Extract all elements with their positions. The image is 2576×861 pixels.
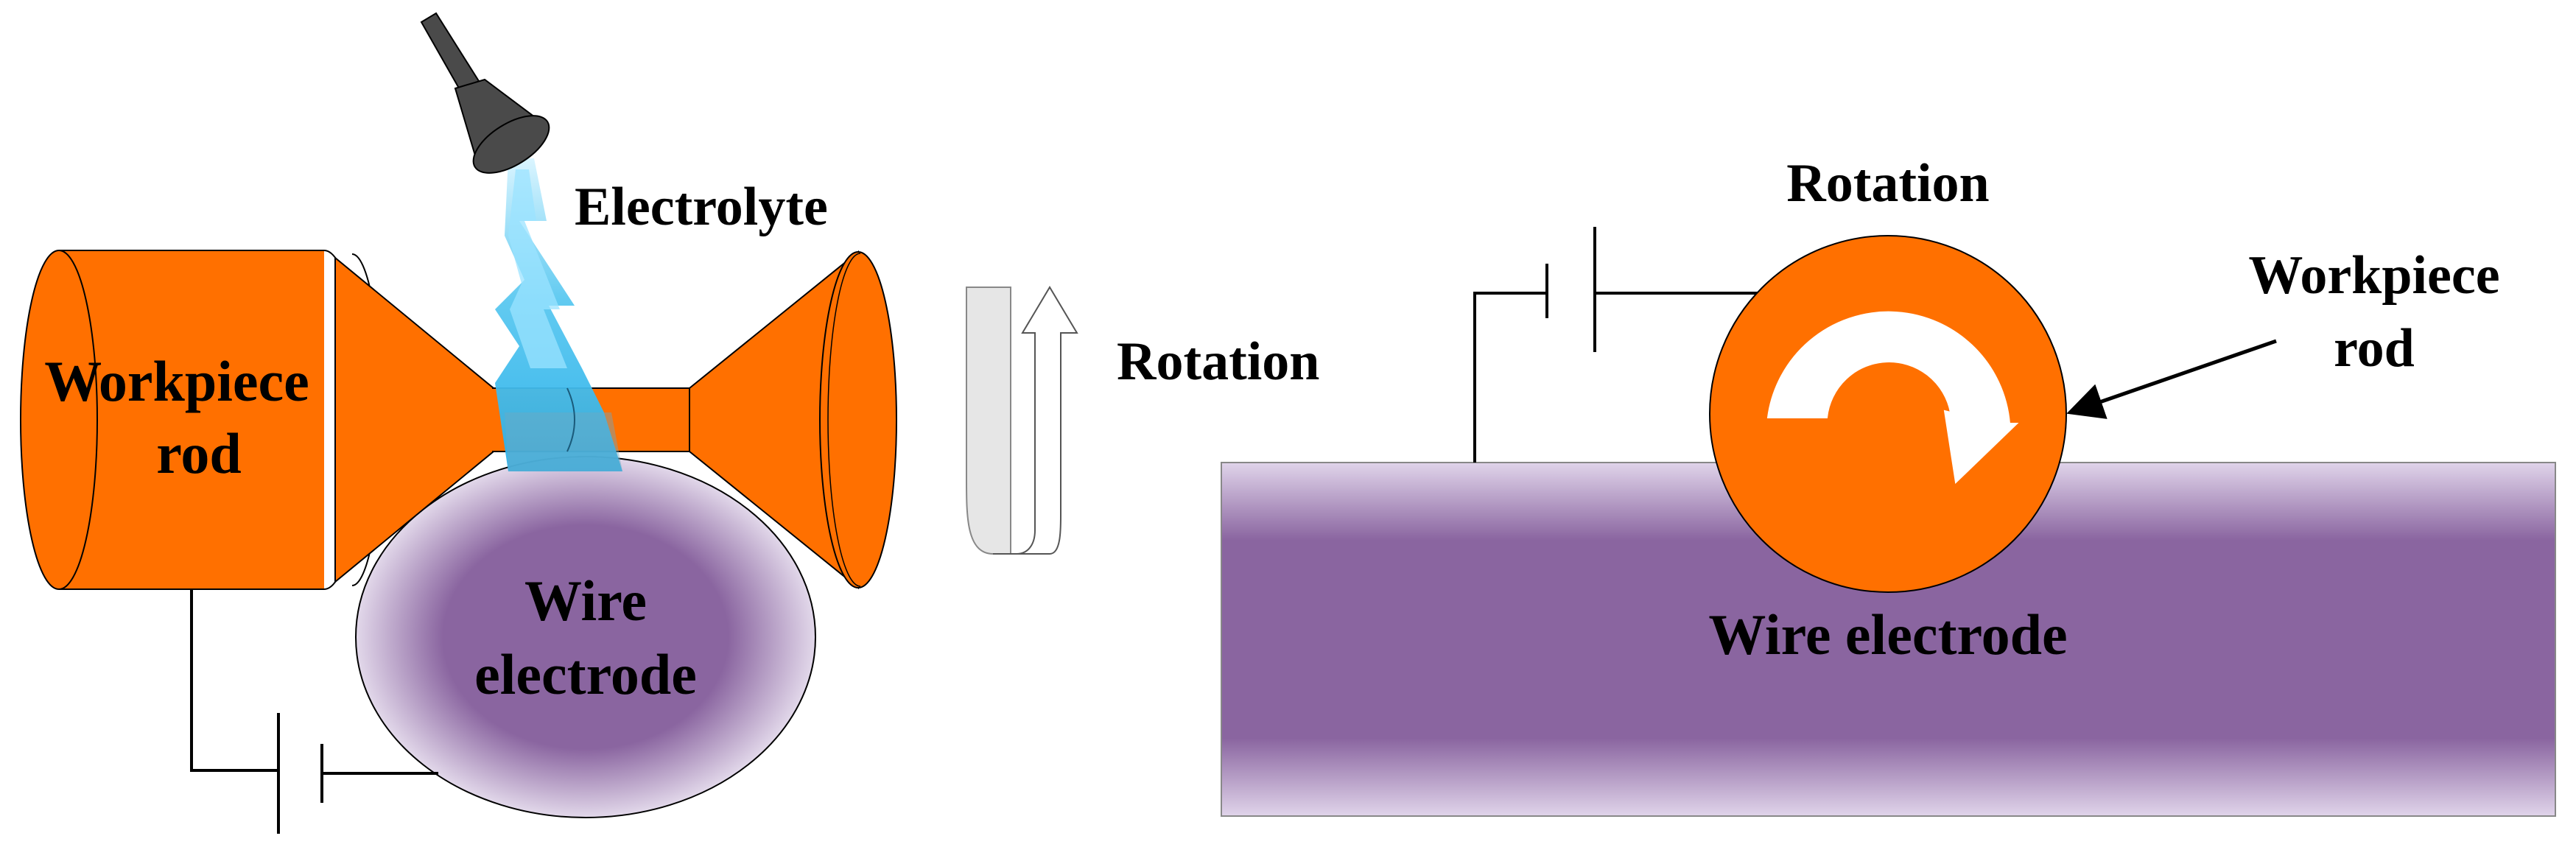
wire-electrode-bar xyxy=(1221,462,2556,817)
power-supply-right xyxy=(1473,227,1768,463)
circular-rotation-arrow-icon xyxy=(1766,311,2019,485)
curved-rotation-arrow-icon xyxy=(966,286,1078,555)
nozzle-icon xyxy=(420,12,550,174)
power-supply-left xyxy=(190,589,438,834)
workpiece-rod-left xyxy=(20,250,382,590)
workpiece-pointer-arrow xyxy=(2066,339,2277,419)
right-workpiece-label-line1: Workpiece xyxy=(2248,245,2499,306)
electrolyte-jet xyxy=(495,158,622,471)
left-wire-label-line1: Wire xyxy=(524,569,647,633)
electrolyte-label: Electrolyte xyxy=(575,177,828,237)
left-wire-label-line2: electrode xyxy=(474,642,697,706)
right-workpiece-label-line2: rod xyxy=(2334,318,2415,379)
workpiece-rod-cross-section xyxy=(1709,235,2067,593)
left-workpiece-label-line1: Workpiece xyxy=(44,349,309,413)
left-workpiece-label-line2: rod xyxy=(156,421,242,485)
left-rotation-label: Rotation xyxy=(1117,331,1319,392)
right-rotation-label: Rotation xyxy=(1786,153,1989,214)
workpiece-end-disk xyxy=(819,251,897,588)
right-wire-label: Wire electrode xyxy=(1708,602,2067,667)
end-disk-inner-edge xyxy=(827,253,861,587)
wire-electrode-ellipse xyxy=(355,456,816,818)
